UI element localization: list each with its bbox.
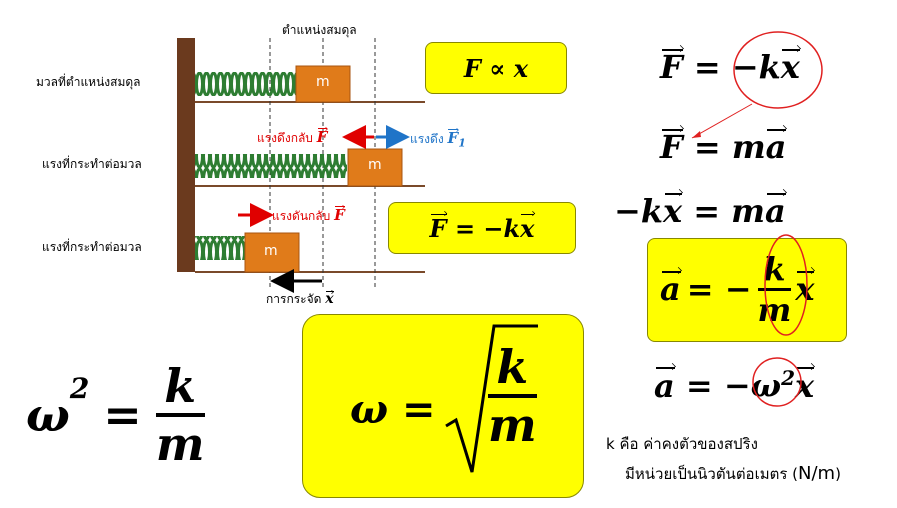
hooke-rhs: = −k — [454, 213, 521, 243]
proportional-box: F ∝ x — [425, 42, 567, 94]
eq5-sup: 2 — [781, 366, 796, 390]
eq5-eq: = − — [685, 366, 751, 405]
eq1-minus: − — [731, 48, 759, 86]
push-force-symbol: F — [334, 206, 345, 224]
eq2-F: F — [660, 128, 683, 166]
push-force-text: แรงดันกลับ — [272, 209, 331, 223]
equilibrium-position-label: ตำแหน่งสมดุล — [282, 23, 357, 37]
equation-newton: F = ma — [660, 128, 786, 166]
pull-force-label: แรงดึง F1 — [410, 129, 466, 149]
displacement-text: การกระจัด — [266, 292, 322, 306]
restoring-force-label: แรงดึงกลับ F — [257, 128, 327, 148]
eq4-m: m — [757, 290, 792, 329]
pull-force-symbol: F — [447, 129, 459, 147]
omega-sq-eq: = — [103, 388, 142, 442]
spring-2 — [195, 154, 347, 178]
eq2-rhs: = m — [693, 128, 766, 166]
eq2-a: a — [765, 128, 787, 166]
unit-note-suffix: ) — [835, 465, 841, 483]
connector-arrow-head — [692, 131, 701, 138]
hooke-F: F — [429, 213, 447, 243]
mass-label-2: m — [368, 157, 382, 173]
hooke-law-equation: F = −kx — [430, 214, 535, 243]
hooke-law-box: F = −kx — [388, 202, 576, 254]
mass-label-1: m — [316, 74, 330, 90]
eq4-eq: = − — [686, 270, 752, 308]
displacement-label: การกระจัด x — [266, 290, 335, 309]
eq1-equals: = — [693, 48, 721, 86]
eq3-x: x — [662, 192, 683, 230]
equation-combined: −kx = ma — [614, 192, 786, 230]
eq4-bar — [757, 287, 792, 291]
omega-m: m — [488, 398, 537, 452]
mass-block-2 — [347, 148, 403, 187]
spring-3 — [195, 236, 245, 260]
wall — [177, 38, 195, 272]
row3-label: แรงที่กระทำต่อมวล — [42, 240, 142, 254]
mass-block-1 — [295, 65, 351, 103]
omega-sq-sup: 2 — [69, 372, 90, 405]
circle-omega-squared — [752, 357, 802, 407]
eq4-a: a — [660, 270, 681, 308]
circle-minus-kx — [733, 31, 823, 109]
connector-arrow — [691, 103, 753, 139]
unit-note: มีหน่วยเป็นนิวตันต่อเมตร (N/m) — [625, 462, 841, 486]
sqrt-sign — [445, 324, 538, 473]
omega-sq-lhs: ω — [26, 388, 70, 442]
eq1-k: k — [758, 48, 781, 86]
omega-bar — [488, 394, 537, 398]
k-definition-note: k คือ ค่าคงตัวของสปริง — [606, 435, 758, 453]
spring-mass-diagram — [177, 38, 425, 293]
equation-acceleration-omega: a = −ω2x — [654, 366, 815, 405]
annotation-overlay — [691, 31, 823, 407]
omega-k: k — [496, 340, 529, 394]
eq3-rhs: = m — [693, 192, 766, 230]
eq1-F: F — [660, 48, 683, 86]
proportional-equation: F ∝ x — [463, 53, 529, 83]
equation-acceleration: a = − k m x — [660, 242, 815, 336]
unit-value: N/m — [798, 463, 836, 484]
row2-label: แรงที่กระทำต่อมวล — [42, 157, 142, 171]
circle-k-over-m — [764, 234, 808, 336]
restoring-force-symbol: F — [316, 128, 328, 146]
omega-sq-m: m — [155, 417, 205, 471]
omega-sq-bar — [155, 413, 205, 417]
omega-sq-k: k — [164, 359, 197, 413]
eq5-omega: ω — [750, 366, 782, 405]
displacement-symbol: x — [325, 291, 335, 307]
row1-label: มวลที่ตำแหน่งสมดุล — [36, 75, 141, 89]
pull-force-text: แรงดึง — [410, 132, 444, 146]
eq4-k: k — [763, 249, 786, 288]
eq1-x: x — [780, 48, 800, 86]
eq3-minus-k: −k — [614, 192, 663, 230]
push-force-label: แรงดันกลับ F — [272, 206, 345, 226]
eq4-fraction: k m — [757, 249, 792, 329]
pull-force-subscript: 1 — [458, 136, 466, 150]
mass-label-3: m — [264, 243, 278, 259]
equation-force-hooke: F = −kx — [660, 48, 800, 86]
eq5-a: a — [654, 366, 675, 405]
restoring-force-text: แรงดึงกลับ — [257, 131, 313, 145]
omega-equation: ω = — [350, 386, 436, 433]
mass-block-3 — [244, 232, 300, 273]
eq3-a: a — [765, 192, 786, 230]
omega-fraction: k m — [488, 340, 537, 452]
omega-box — [302, 314, 584, 498]
spring-1 — [195, 72, 296, 96]
hooke-x: x — [520, 213, 535, 243]
unit-note-prefix: มีหน่วยเป็นนิวตันต่อเมตร ( — [625, 465, 798, 483]
omega-sq-fraction: k m — [155, 359, 205, 471]
